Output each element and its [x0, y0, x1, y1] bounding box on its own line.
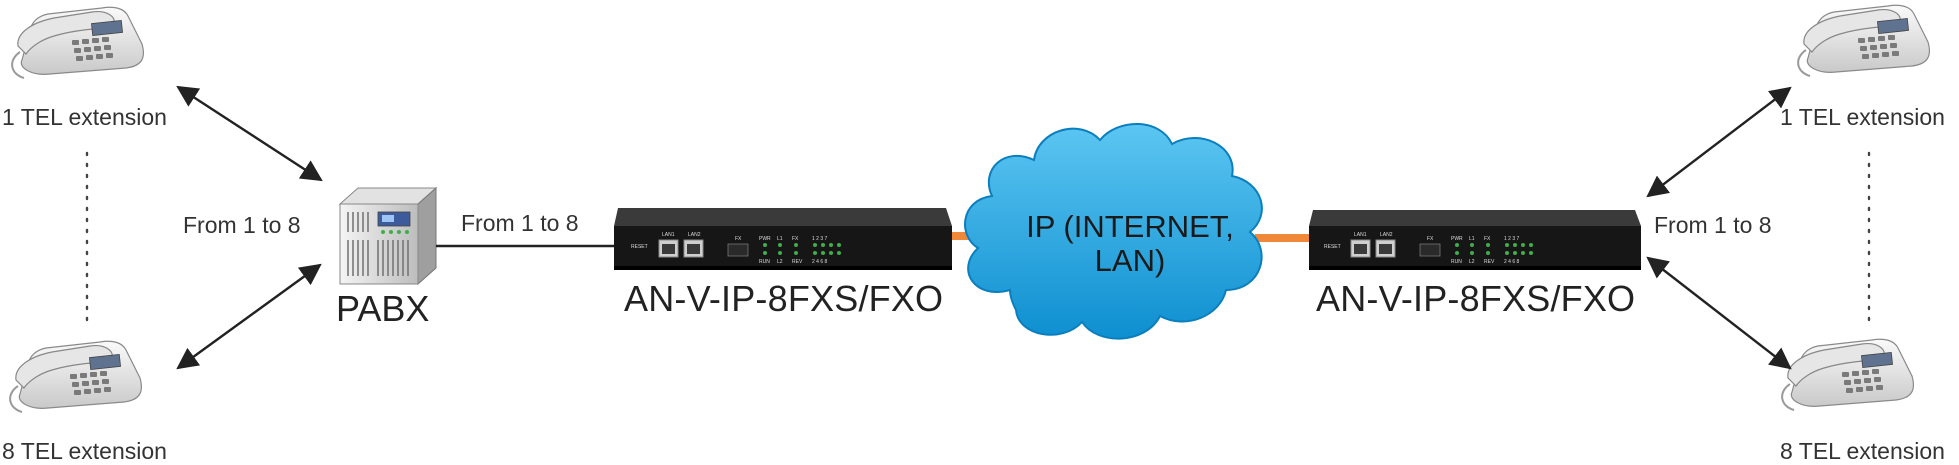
panel-lan2-label: LAN2	[688, 232, 701, 238]
right-ext-bottom-label: 8 TEL extension	[1780, 438, 1945, 464]
panel-run-label: RUN	[1451, 259, 1462, 265]
left-ext-bottom-label: 8 TEL extension	[2, 438, 167, 464]
panel-l2-label: L2	[777, 259, 783, 265]
panel-rev-label: REV	[792, 259, 803, 265]
panel-lan2-label: LAN2	[1380, 232, 1393, 238]
ip-cloud-icon	[964, 123, 1263, 340]
right-range-label: From 1 to 8	[1654, 212, 1772, 238]
panel-run-label: RUN	[759, 259, 770, 265]
panel-reset-label: RESET	[631, 244, 648, 250]
panel-fx2-label: FX	[1484, 236, 1491, 242]
panel-l2-label: L2	[1469, 259, 1475, 265]
arrow-left-bottom	[176, 263, 322, 370]
panel-reset-label: RESET	[1324, 244, 1341, 250]
panel-rev-label: REV	[1484, 259, 1495, 265]
gateway-device-right: RESET LAN1 LAN2 FX PWR L1 FX 1 2 3 7 RUN…	[1309, 210, 1641, 270]
gateway-device-left: RESET LAN1 LAN2 FX PWR L1 FX 1 2 3 7 RUN…	[614, 208, 952, 270]
cloud-label-line2: LAN)	[1094, 243, 1166, 278]
phone-icon-left-bottom	[9, 340, 143, 413]
link-range-label: From 1 to 8	[461, 210, 579, 236]
panel-fx2-label: FX	[792, 236, 799, 242]
cloud-label-line1: IP (INTERNET,	[1026, 209, 1234, 244]
panel-pwr-label: PWR	[759, 236, 771, 242]
left-range-label: From 1 to 8	[183, 212, 301, 238]
phone-icon-right-top	[1797, 4, 1931, 77]
left-ext-top-label: 1 TEL extension	[2, 104, 167, 130]
panel-ports-bottom: 2 4 6 8	[1504, 259, 1520, 265]
panel-ports-top: 1 2 3 7	[1504, 236, 1520, 242]
pabx-cabinet-icon	[338, 186, 438, 286]
panel-l1-label: L1	[1469, 236, 1475, 242]
panel-fx-label: FX	[735, 236, 742, 242]
right-ext-top-label: 1 TEL extension	[1780, 104, 1945, 130]
panel-l1-label: L1	[777, 236, 783, 242]
cloud-label: IP (INTERNET, LAN)	[1005, 210, 1255, 278]
phone-icon-left-top	[11, 6, 145, 79]
gateway-left-label: AN-V-IP-8FXS/FXO	[624, 278, 944, 319]
panel-lan1-label: LAN1	[662, 232, 675, 238]
arrow-right-top	[1646, 86, 1792, 198]
pabx-label: PABX	[336, 288, 430, 329]
panel-ports-top: 1 2 3 7	[812, 236, 828, 242]
arrow-left-top	[176, 85, 323, 182]
panel-pwr-label: PWR	[1451, 236, 1463, 242]
gateway-right-label: AN-V-IP-8FXS/FXO	[1316, 278, 1636, 319]
phone-icon-right-bottom	[1781, 338, 1915, 411]
panel-lan1-label: LAN1	[1354, 232, 1367, 238]
panel-fx-label: FX	[1427, 236, 1434, 242]
panel-ports-bottom: 2 4 6 8	[812, 259, 828, 265]
arrow-right-bottom	[1646, 256, 1792, 370]
